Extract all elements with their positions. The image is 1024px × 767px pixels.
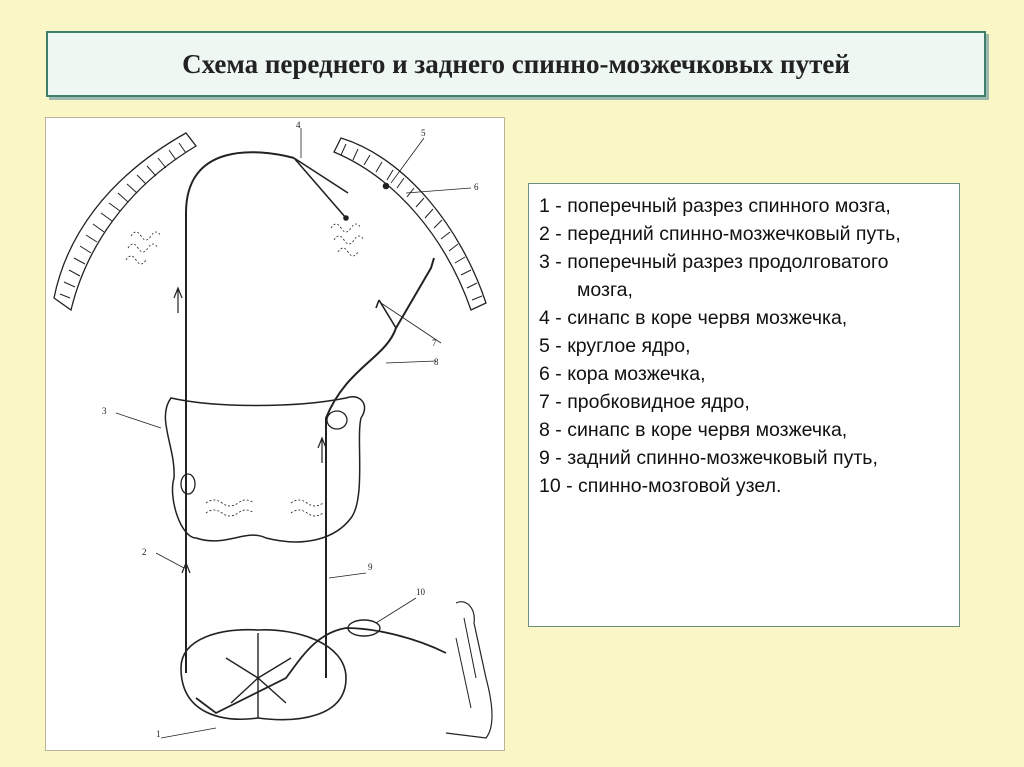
limb-drawing <box>445 601 493 739</box>
title-box: Схема переднего и заднего спинно-мозжечк… <box>46 31 986 97</box>
legend-number: 2 - <box>539 223 562 245</box>
slide-title: Схема переднего и заднего спинно-мозжечк… <box>182 48 850 79</box>
legend-text: синапс в коре червя мозжечка, <box>567 307 848 329</box>
label-2: 2 <box>142 547 147 557</box>
legend-text: передний спинно-мозжечковый путь, <box>567 223 901 245</box>
legend-number: 8 - <box>539 419 562 441</box>
legend-number: 5 - <box>539 335 562 357</box>
label-8: 8 <box>434 357 439 367</box>
right-cerebellar-cortex <box>333 137 487 311</box>
diagram-figure: 1 2 3 4 5 6 7 8 9 10 <box>45 117 505 751</box>
legend-text: кора мозжечка, <box>567 363 706 385</box>
legend-box: 1 - поперечный разрез спинного мозга, 2 … <box>528 183 960 627</box>
posterior-tract <box>325 257 435 678</box>
legend-number: 6 - <box>539 363 562 385</box>
legend-text: круглое ядро, <box>567 335 691 357</box>
label-9: 9 <box>368 562 373 572</box>
label-5: 5 <box>421 128 426 138</box>
spinal-cord-section <box>180 628 347 721</box>
legend-text: поперечный разрез продолговатого мозга, <box>567 251 889 301</box>
label-4: 4 <box>296 120 301 130</box>
legend-text: спинно-мозговой узел. <box>578 475 782 497</box>
legend-item-5: 5 - круглое ядро, <box>539 332 949 360</box>
label-7: 7 <box>432 338 437 348</box>
label-6: 6 <box>474 182 479 192</box>
legend-item-4: 4 - синапс в коре червя мозжечка, <box>539 304 949 332</box>
legend-text: пробковидное ядро, <box>567 391 750 413</box>
legend-text: синапс в коре червя мозжечка, <box>567 419 848 441</box>
label-10: 10 <box>416 587 426 597</box>
legend-number: 10 - <box>539 475 573 497</box>
label-3: 3 <box>102 406 107 416</box>
legend-item-7: 7 - пробковидное ядро, <box>539 388 949 416</box>
legend-number: 7 - <box>539 391 562 413</box>
medulla-section <box>164 396 366 543</box>
legend-text: поперечный разрез спинного мозга, <box>567 195 891 217</box>
legend-item-10: 10 - спинно-мозговой узел. <box>539 472 949 500</box>
legend-number: 1 - <box>539 195 562 217</box>
legend-number: 9 - <box>539 447 562 469</box>
legend-item-9: 9 - задний спинно-мозжечковый путь, <box>539 444 949 472</box>
legend-number: 3 - <box>539 251 562 273</box>
legend-item-6: 6 - кора мозжечка, <box>539 360 949 388</box>
pathway-diagram: 1 2 3 4 5 6 7 8 9 10 <box>53 120 493 739</box>
left-cerebellar-cortex <box>53 132 197 312</box>
legend-text: задний спинно-мозжечковый путь, <box>567 447 878 469</box>
legend-item-3: 3 - поперечный разрез продолговатого моз… <box>539 248 949 304</box>
legend-item-8: 8 - синапс в коре червя мозжечка, <box>539 416 949 444</box>
anterior-tract <box>185 151 295 673</box>
legend-item-1: 1 - поперечный разрез спинного мозга, <box>539 192 949 220</box>
label-1: 1 <box>156 729 161 739</box>
legend-number: 4 - <box>539 307 562 329</box>
legend-item-2: 2 - передний спинно-мозжечковый путь, <box>539 220 949 248</box>
